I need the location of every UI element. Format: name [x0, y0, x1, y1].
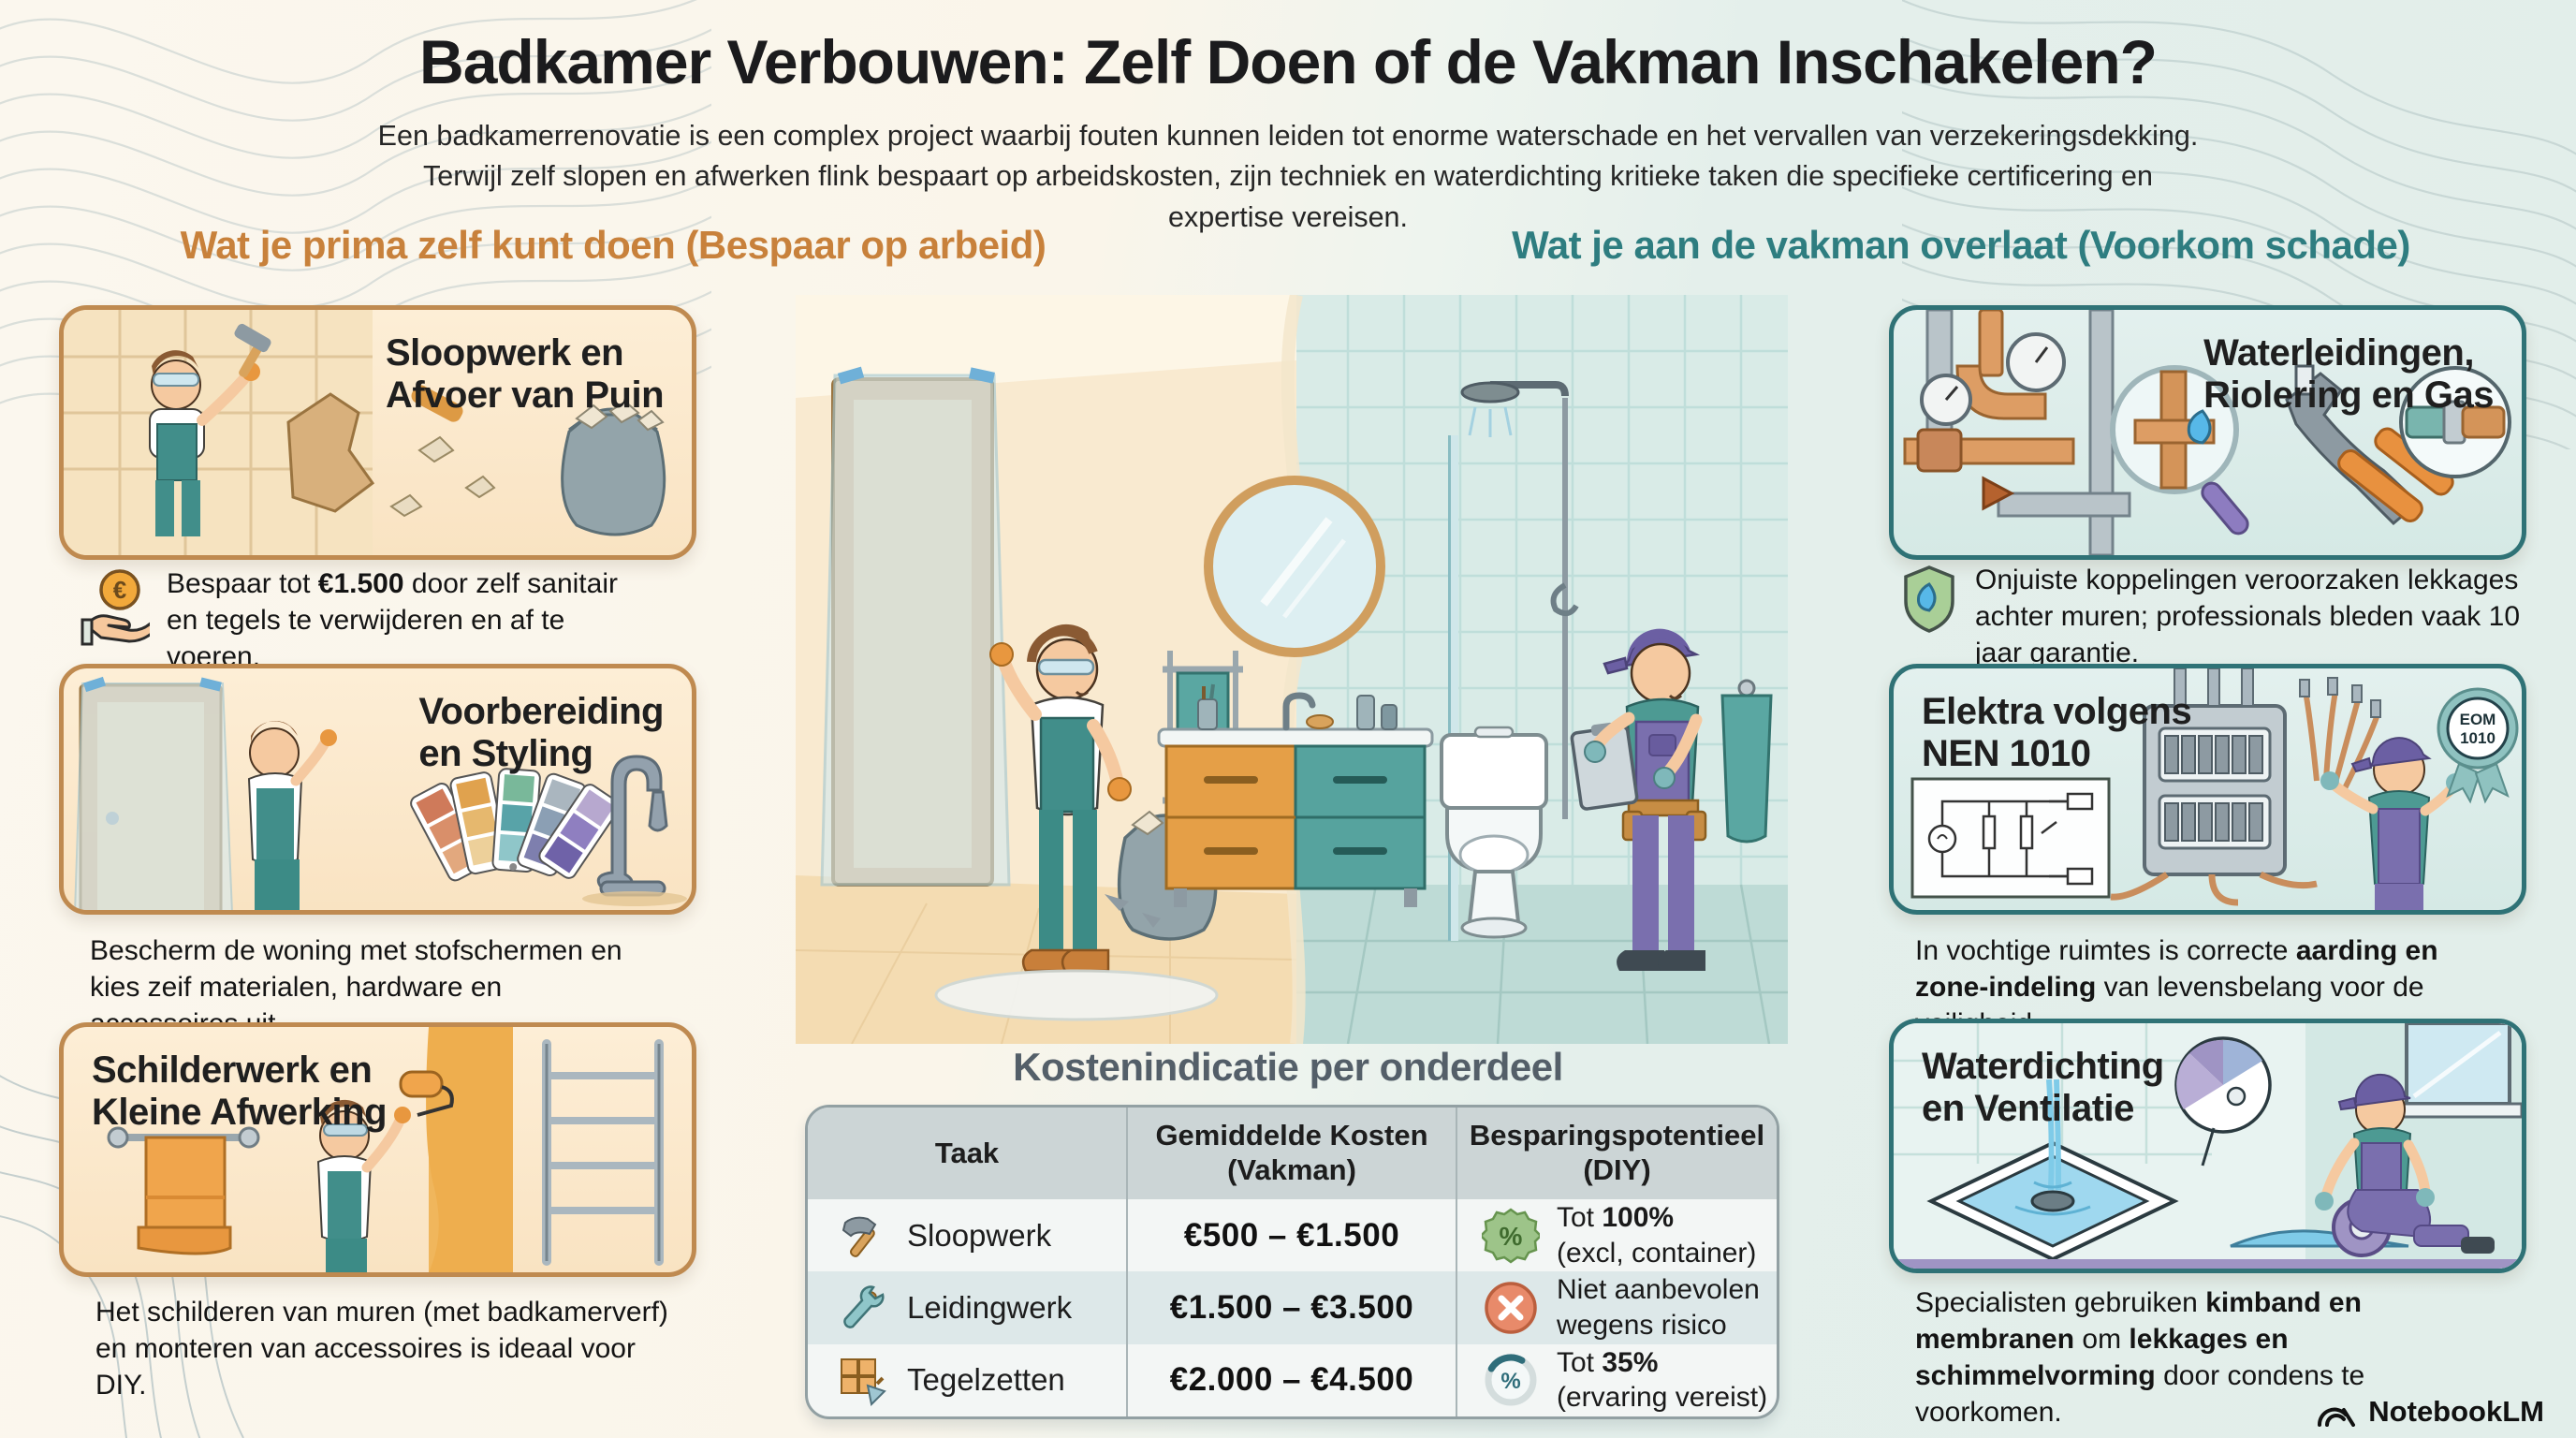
wires-bundle	[2303, 690, 2379, 790]
professional-person	[1570, 628, 1707, 971]
debris-bag	[561, 400, 666, 536]
protected-door	[74, 676, 233, 910]
col-header-kosten: Gemiddelde Kosten(Vakman)	[1128, 1108, 1457, 1199]
circuit-diagram	[1910, 777, 2111, 899]
shower-enclosure	[1448, 381, 1579, 941]
col-header-taak: Taak	[808, 1108, 1128, 1199]
corner-detail-circle	[2174, 1036, 2272, 1167]
diy-painter-figure	[316, 1070, 454, 1272]
table-row-tegelzetten: Tegelzetten €2.000 – €4.500 % Tot 35% (e…	[808, 1343, 1777, 1416]
caption-waterleidingen-text: Onjuiste koppelingen veroorzaken lekkage…	[1975, 565, 2521, 668]
cross-circle-icon	[1485, 1282, 1537, 1334]
task-label: Sloopwerk	[907, 1217, 1052, 1253]
cost-value: €500 – €1.500	[1128, 1199, 1457, 1272]
sloopwerk-illustration	[64, 310, 666, 555]
euro-hand-icon: €	[80, 569, 150, 646]
caption-elektra: In vochtige ruimtes is correcte aarding …	[1915, 935, 2438, 1039]
shower-tray	[1926, 1078, 2179, 1262]
task-label: Tegelzetten	[907, 1362, 1065, 1398]
cost-value: €1.500 – €3.500	[1128, 1271, 1457, 1344]
savings-text: Tot 35% (ervaring vereist)	[1557, 1346, 1768, 1414]
fitting-detail-circle	[2399, 366, 2511, 478]
certification-rosette: EOM 1010	[2437, 687, 2519, 804]
caption-sloopwerk: € Bespaar tot €1.500 door zelf sanitair …	[80, 565, 633, 675]
towel-ladder	[542, 1039, 664, 1266]
center-illustration	[796, 295, 1788, 1044]
elektra-illustration: EOM 1010	[1910, 668, 2519, 910]
pipes	[1903, 310, 2131, 555]
table-heading: Kostenindicatie per onderdeel	[1013, 1045, 1563, 1089]
electrician-figure	[2320, 737, 2465, 910]
savings-text: Tot 100% (excl, container)	[1557, 1202, 1757, 1269]
percent-seal-icon: %	[1482, 1208, 1540, 1264]
svg-text:%: %	[1500, 1222, 1523, 1251]
membrane-roll-figure	[2230, 1073, 2495, 1257]
svg-text:1010: 1010	[2460, 729, 2496, 747]
percent-donut-icon: %	[1485, 1354, 1537, 1406]
paint-roller	[399, 1070, 454, 1117]
branding: NotebookLM	[2316, 1395, 2544, 1429]
caption-waterleidingen: Onjuiste koppelingen veroorzaken lekkage…	[1900, 562, 2529, 671]
tile-trowel-icon	[841, 1358, 886, 1407]
savings-text: Niet aanbevolen wegens risico	[1557, 1274, 1760, 1341]
caption-voorbereiding: Bescherm de woning met stofschermen en k…	[90, 935, 622, 1039]
diy-prep-figure	[247, 721, 337, 910]
cost-value: €2.000 – €4.500	[1128, 1343, 1457, 1416]
broken-wall-patch	[286, 392, 375, 513]
protected-doorway	[820, 366, 1011, 887]
pipe-wrench	[2285, 364, 2454, 526]
fuse-box	[2110, 668, 2318, 906]
toilet	[1440, 726, 1548, 939]
window	[2386, 1023, 2522, 1119]
notebooklm-logo-icon	[2318, 1407, 2356, 1427]
page-subtitle: Een badkamerrenovatie is een complex pro…	[377, 120, 2199, 233]
svg-text:EOM: EOM	[2460, 711, 2496, 728]
contour-waves-top-right	[1902, 0, 2576, 449]
hammer-icon	[842, 1216, 877, 1257]
caption-schilderwerk: Het schilderen van muren (met badkamerve…	[95, 1297, 668, 1401]
caption-sloopwerk-text: Bespaar tot €1.500 door zelf sanitair en…	[167, 568, 618, 672]
schilderwerk-illustration	[107, 1027, 664, 1272]
task-label: Leidingwerk	[907, 1289, 1073, 1325]
tools-icon	[843, 1285, 885, 1328]
diy-person	[989, 624, 1132, 973]
caption-waterdichting: Specialisten gebruiken kimband en membra…	[1915, 1287, 2365, 1428]
waterleidingen-illustration	[1903, 310, 2511, 555]
card-waterleidingen-title: Waterleidingen,Riolering en Gas	[2203, 332, 2494, 417]
card-waterleidingen: Waterleidingen,Riolering en Gas	[1889, 305, 2526, 560]
svg-text:%: %	[1500, 1369, 1520, 1394]
svg-text:€: €	[113, 576, 126, 604]
table-header-row: Taak Gemiddelde Kosten(Vakman) Besparing…	[808, 1108, 1777, 1199]
vanity	[1157, 683, 1434, 907]
page-title: Badkamer Verbouwen: Zelf Doen of de Vakm…	[419, 27, 2158, 96]
cost-table: Taak Gemiddelde Kosten(Vakman) Besparing…	[805, 1105, 1779, 1419]
diy-demolisher-figure	[149, 323, 271, 536]
diy-column-header: Wat je prima zelf kunt doen (Bespaar op …	[180, 223, 1046, 267]
towel-rail	[107, 1126, 260, 1255]
hammer-tool	[234, 323, 271, 378]
waterdichting-illustration	[1894, 1023, 2522, 1269]
pro-column-header: Wat je aan de vakman overlaat (Voorkom s…	[1512, 223, 2410, 267]
towel-right	[1720, 679, 1773, 844]
shield-drop-icon	[1904, 565, 1954, 633]
branding-label: NotebookLM	[2368, 1395, 2544, 1428]
table-row-leidingwerk: Leidingwerk €1.500 – €3.500 Niet aanbevo…	[808, 1271, 1777, 1344]
col-header-besparing: Besparingspotentieel(DIY)	[1469, 1119, 1765, 1186]
round-mirror	[1204, 476, 1385, 657]
magnifier-leak	[2110, 365, 2249, 536]
voorbereiding-illustration	[74, 676, 687, 910]
color-swatch-fan	[410, 768, 621, 882]
table-row-sloopwerk: Sloopwerk €500 – €1.500 % Tot 100% (excl…	[808, 1199, 1777, 1272]
